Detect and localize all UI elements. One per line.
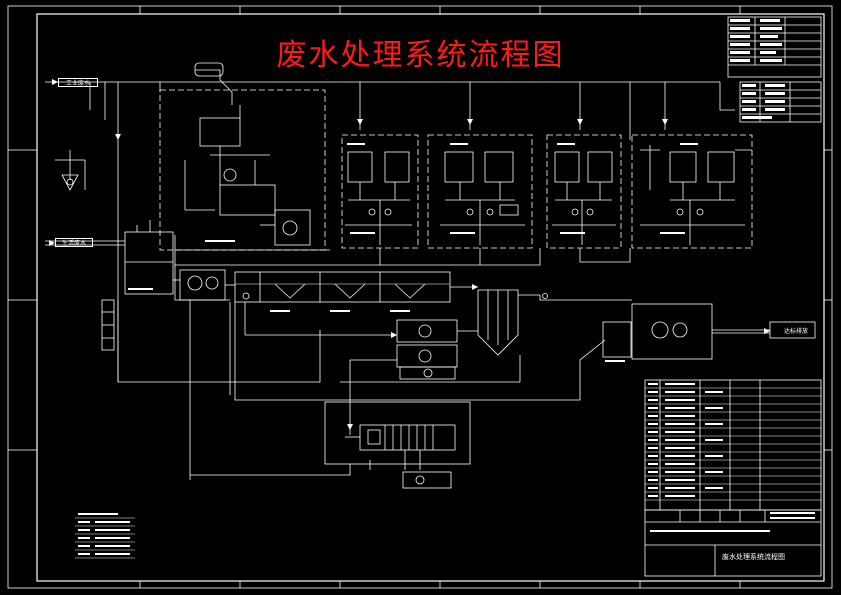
legend-table: [75, 517, 135, 559]
title-block: [644, 509, 822, 577]
collector-pipe: [174, 235, 631, 266]
dashed-unit-5: [631, 134, 753, 249]
revision-table-second: [739, 81, 822, 123]
cad-label-marks: [78, 19, 815, 555]
equalization-tank: [124, 220, 235, 301]
outlet-text: 达标排放: [783, 328, 808, 335]
filter-press: [345, 424, 456, 489]
sludge-pump-block: [244, 302, 521, 435]
unit-3-equipment: [440, 151, 525, 245]
sedimentation-train: [234, 271, 478, 303]
outlet-label: 达标排放: [776, 325, 816, 336]
drawing-title: 废水处理系统流程图: [276, 38, 565, 73]
inlet-top-text: 工业废水: [65, 80, 90, 87]
clarifier: [477, 289, 605, 356]
left-vertical-vessel: [101, 299, 115, 351]
left-dosing-unit: [55, 150, 86, 191]
flow-arrows: [49, 79, 770, 430]
title-block-drawing-name: 废水处理系统流程图: [722, 553, 785, 561]
dashed-unit-4: [546, 134, 622, 249]
final-treatment: [602, 299, 816, 360]
zone-ticks: [8, 6, 832, 588]
unit-4-equipment: [552, 151, 616, 245]
inlet-left-label: 生活废水: [55, 238, 93, 247]
inlet-top-label: 工业废水: [58, 78, 98, 87]
filter-press-enclosure: [324, 401, 471, 465]
inner-border: [36, 13, 825, 582]
outer-border: [7, 5, 833, 589]
unit-1-equipment: [184, 62, 311, 246]
unit-2-equipment: [345, 151, 412, 245]
revision-table-top: [727, 16, 822, 78]
inlet-left-text: 生活废水: [61, 240, 86, 247]
unit-5-equipment: [640, 145, 752, 245]
return-lines: [189, 300, 606, 480]
